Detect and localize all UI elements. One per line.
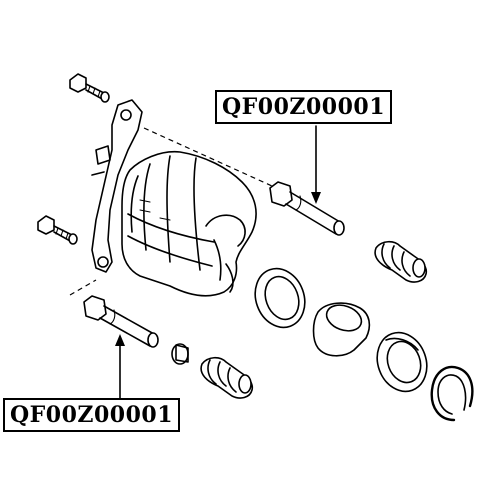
- piston-seal: [254, 267, 306, 329]
- bracket-bolt-lower: [37, 215, 78, 245]
- caliper-body: [121, 150, 257, 297]
- guide-pin-bottom: [83, 295, 159, 348]
- bracket-bolt-upper: [69, 73, 110, 103]
- leader-bottom: [115, 334, 125, 401]
- piston-snap-ring: [430, 365, 474, 422]
- guide-line-bottom: [69, 279, 97, 296]
- pin-dust-boot-lower: [200, 356, 254, 399]
- pin-dust-boot-upper: [374, 240, 428, 283]
- pin-bushing: [171, 343, 189, 365]
- caliper-piston: [312, 302, 371, 357]
- guide-line-top: [143, 127, 273, 187]
- part-number-label-top: QF00Z00001: [215, 90, 392, 124]
- leader-top: [311, 125, 321, 204]
- piston-dust-boot: [376, 331, 428, 393]
- part-number-label-bottom: QF00Z00001: [3, 398, 180, 432]
- caliper-bracket: [91, 99, 143, 273]
- guide-pin-top: [269, 181, 345, 236]
